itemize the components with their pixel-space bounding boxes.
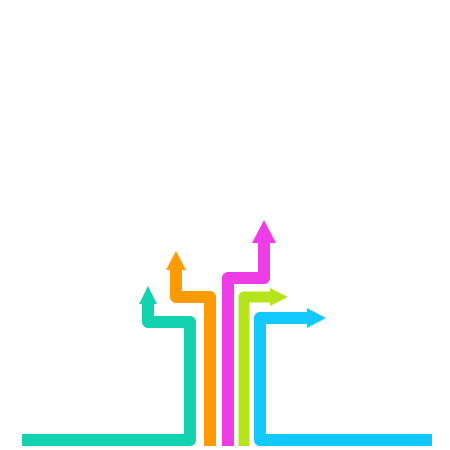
arrow-lime (238, 288, 288, 446)
arrow-teal (22, 286, 196, 446)
arrow-cyan (254, 308, 432, 446)
arrow-orange (166, 251, 216, 446)
arrow-magenta (222, 220, 276, 446)
